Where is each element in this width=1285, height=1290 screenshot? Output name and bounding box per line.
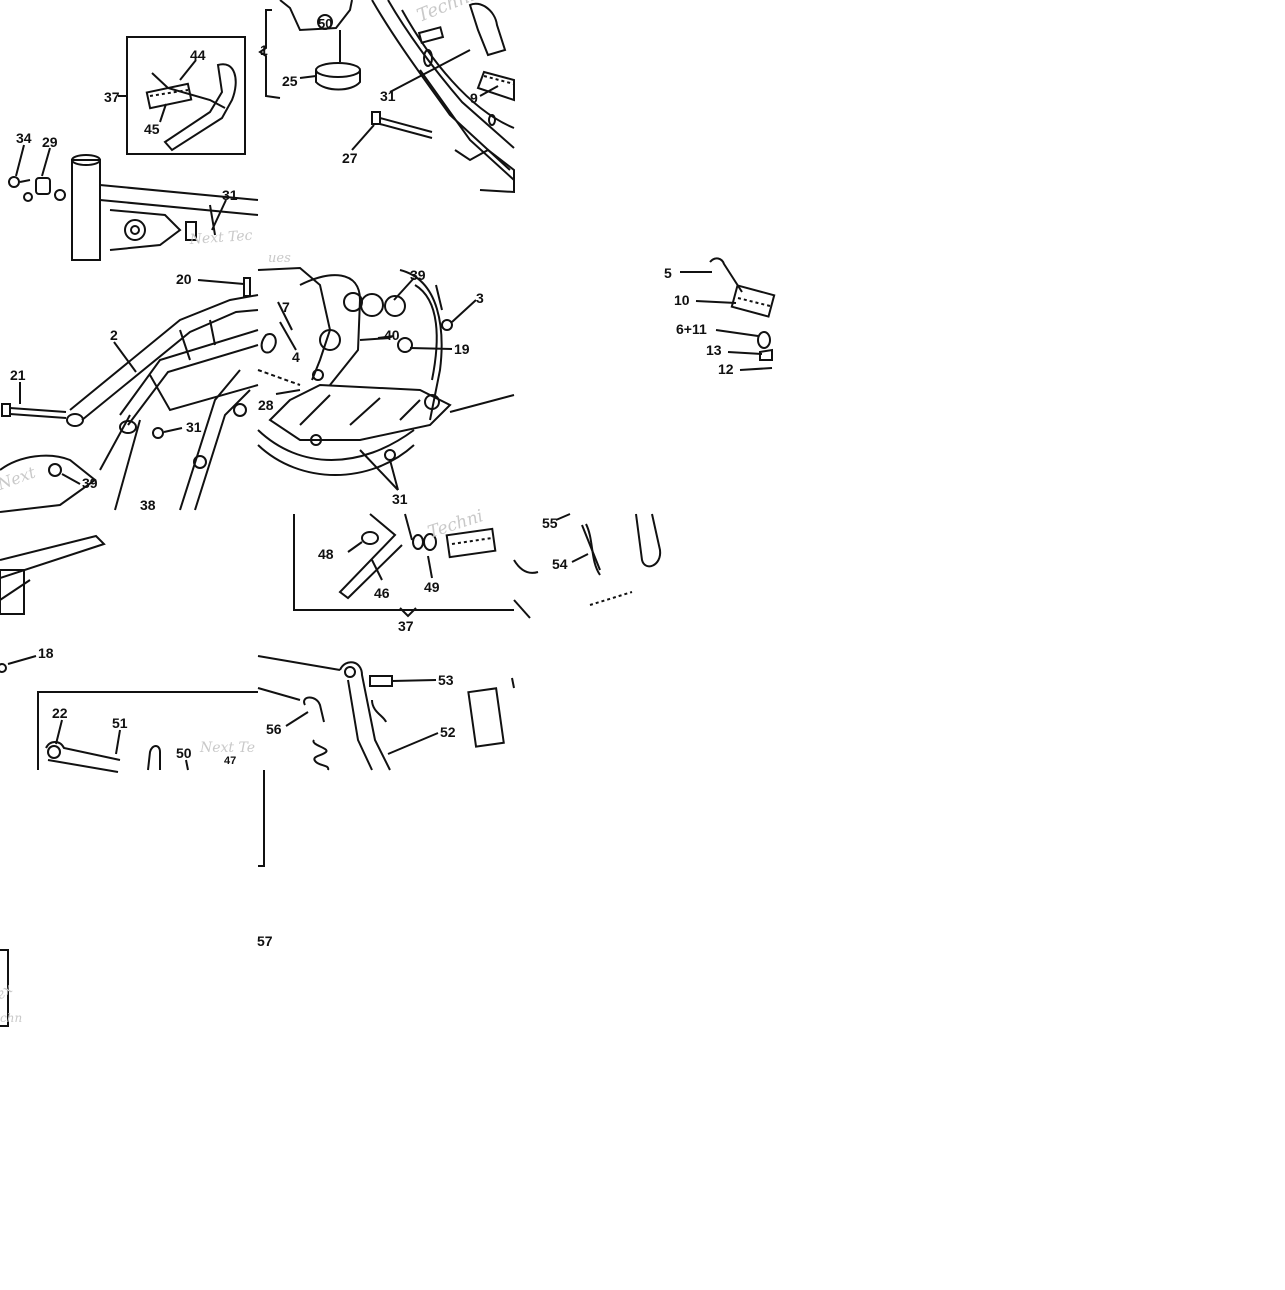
callout-label: 12: [718, 361, 734, 377]
callout-label: 47: [224, 755, 236, 767]
callout-label: 31: [222, 187, 238, 203]
callout-label: 3: [476, 290, 484, 306]
tile-side-stand: [257, 655, 515, 771]
callout-label: 4: [292, 349, 300, 365]
tile-brake-pedal-box: [37, 691, 258, 773]
callout-label: 2: [110, 327, 118, 343]
callout-label: 20: [176, 271, 192, 287]
callout-label: 22: [52, 705, 68, 721]
callout-label: 57: [257, 933, 273, 949]
callout-label: 50: [176, 745, 192, 761]
callout-label: 50: [318, 16, 332, 31]
callout-label: 40: [384, 327, 400, 343]
callout-label: 37: [398, 618, 414, 634]
callout-label: 27: [342, 150, 358, 166]
callout-label: 31: [392, 491, 408, 507]
callout-label: 6+11: [676, 321, 707, 337]
svg-text:ues: ues: [268, 251, 291, 266]
callout-label: 37: [104, 89, 120, 105]
callout-label: 7: [282, 299, 290, 315]
tile-footrest-assembly: [293, 513, 662, 619]
callout-label: 49: [424, 579, 440, 595]
callout-labels: 50 1 25 31 9 27 44 37 45 34 29 31 20 7 4…: [10, 16, 734, 949]
callout-label: 44: [190, 47, 206, 63]
callout-label: 34: [16, 130, 32, 146]
callout-label: 54: [552, 556, 568, 572]
callout-label: 39: [82, 475, 98, 491]
callout-label: 46: [374, 585, 390, 601]
callout-label: 21: [10, 367, 26, 383]
callout-label: 45: [144, 121, 160, 137]
callout-label: 53: [438, 672, 454, 688]
callout-label: 19: [454, 341, 470, 357]
tile-main-frame: [0, 277, 259, 513]
callout-label: 18: [38, 645, 54, 661]
svg-text:Next Tec: Next Tec: [188, 228, 253, 248]
bracket-57: [258, 770, 265, 867]
callout-label: 56: [266, 721, 282, 737]
callout-label: 29: [42, 134, 58, 150]
callout-label: 28: [258, 397, 274, 413]
tile-seat-mount: [258, 0, 515, 194]
callout-label: 39: [410, 267, 426, 283]
tile-bottom-left: [0, 949, 9, 1027]
tile-frame-corner: [8, 36, 259, 261]
callout-label: 51: [112, 715, 128, 731]
callout-label: 38: [140, 497, 156, 513]
callout-label: 31: [380, 88, 396, 104]
svg-text:Next Te: Next Te: [199, 740, 255, 756]
tile-swingarm: [0, 534, 106, 673]
callout-label: 31: [186, 419, 202, 435]
tile-footpeg: [680, 257, 776, 371]
callout-label: 52: [440, 724, 456, 740]
callout-label: 55: [542, 515, 558, 531]
callout-label: 13: [706, 342, 722, 358]
callout-label: 1: [260, 42, 268, 58]
callout-label: 9: [470, 90, 478, 106]
callout-label: 25: [282, 73, 298, 89]
callout-label: 48: [318, 546, 334, 562]
callout-label: 5: [664, 265, 672, 281]
tile-engine-mount: [257, 266, 515, 491]
callout-label: 10: [674, 292, 690, 308]
svg-text:chn: chn: [0, 1011, 22, 1025]
